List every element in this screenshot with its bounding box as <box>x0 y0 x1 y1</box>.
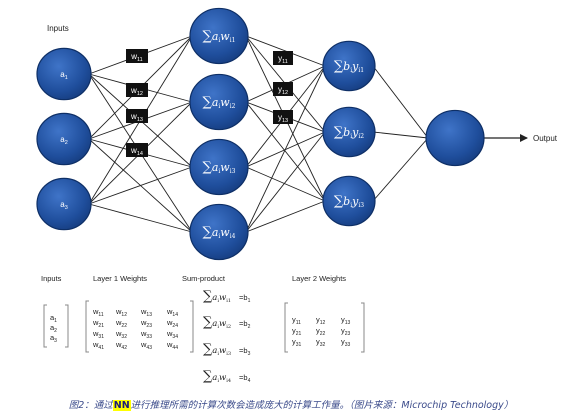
caption-prefix: 图2：通过 <box>68 400 113 411</box>
y-matrix-entry: y23 <box>341 326 351 337</box>
connection-line <box>245 166 326 202</box>
weight-box <box>126 143 148 157</box>
input-node <box>36 177 92 231</box>
hidden-layer2-node <box>322 106 376 158</box>
connection-line <box>245 200 326 233</box>
connection-line <box>372 131 429 139</box>
weight-box-label: w13 <box>130 112 143 123</box>
hidden-layer1-node <box>189 138 249 196</box>
weight-matrix-entry: w43 <box>140 340 152 351</box>
y-matrix-entry: y12 <box>316 315 326 326</box>
weight-matrix-bracket-right <box>190 300 194 353</box>
connection-line <box>245 65 326 233</box>
connection-line <box>245 101 326 202</box>
y-matrix-entry: y31 <box>292 337 302 348</box>
section-header: Inputs <box>41 274 62 283</box>
sum-product-expression: ∑aiwi1=b1 <box>203 289 251 304</box>
weight-boxes: w11 w12 w13 w14 y11 y12 y13 <box>126 49 293 157</box>
figure-caption: 图2：通过NN进行推理所需的计算次数会造成庞大的计算工作量。（图片来源：Micr… <box>0 397 582 411</box>
input-node <box>36 112 92 166</box>
weight-matrix-entry: w32 <box>115 329 127 340</box>
hidden-layer1-node <box>189 7 249 65</box>
weight-box-label: w14 <box>130 146 143 157</box>
weight-box <box>126 49 148 63</box>
weight-box <box>126 83 148 97</box>
output-node <box>425 109 485 167</box>
y-matrix-entry: y21 <box>292 326 302 337</box>
sum-node-label: ∑aiwi2 <box>203 95 236 110</box>
input-vector-bracket-left <box>43 304 47 348</box>
sum-node-label: ∑biyi3 <box>334 194 364 209</box>
sum-node-label: ∑aiwi3 <box>203 160 236 175</box>
y-matrix-bracket-right <box>361 302 365 353</box>
weight-box-label: y12 <box>278 85 288 96</box>
connection-line <box>88 166 193 205</box>
diagram-labels: a1 a2 a3 ∑aiwi1 ∑aiwi2 ∑aiwi3 ∑aiwi4 ∑biyi1 ∑biy… <box>47 24 558 240</box>
weight-box <box>273 82 293 96</box>
weight-box-label: w11 <box>130 52 143 63</box>
y-matrix-entry: y13 <box>341 315 351 326</box>
weight-box-label: y11 <box>278 54 288 65</box>
weight-matrix-entry: w21 <box>92 318 104 329</box>
weight-box-label: y13 <box>278 113 288 124</box>
sum-node-label: ∑aiwi1 <box>203 29 236 44</box>
weight-matrix-entry: w33 <box>140 329 152 340</box>
input-node-label: a3 <box>60 200 68 211</box>
input-vector-entry: a3 <box>50 333 57 344</box>
weight-matrix-entry: w11 <box>92 307 104 318</box>
input-vector-entry: a1 <box>50 313 57 324</box>
y-matrix-entry: y32 <box>316 337 326 348</box>
input-node-label: a1 <box>60 70 68 81</box>
weight-box-label: w12 <box>130 86 143 97</box>
weight-box <box>126 109 148 123</box>
caption-highlight: NN <box>112 400 131 411</box>
input-node <box>36 47 92 101</box>
weight-matrix-bracket-left <box>85 300 89 353</box>
weight-matrix-entry: w14 <box>166 307 178 318</box>
y-matrix-entry: y22 <box>316 326 326 337</box>
y-matrix-entry: y11 <box>292 315 301 326</box>
output-label: Output <box>533 134 558 143</box>
sum-product-expression: ∑aiwi3=b3 <box>203 342 251 357</box>
connection-line <box>372 137 429 202</box>
sum-node-label: ∑aiwi4 <box>203 225 236 240</box>
weight-matrix-entry: w44 <box>166 340 178 351</box>
hidden-layer1-node <box>189 73 249 131</box>
weight-matrix-entry: w41 <box>92 340 104 351</box>
weight-matrix-entry: w13 <box>140 307 152 318</box>
network-nodes <box>36 7 485 261</box>
weight-matrix-entry: w42 <box>115 340 127 351</box>
input-vector-entry: a2 <box>50 323 57 334</box>
weight-box <box>273 51 293 65</box>
sum-node-label: ∑biyi2 <box>334 125 364 140</box>
inputs-label: Inputs <box>47 24 69 33</box>
section-header: Layer 1 Weights <box>93 274 147 283</box>
matrix-section: Inputs Layer 1 Weights Sum-product Layer 2 … <box>41 274 365 384</box>
weight-box <box>273 110 293 124</box>
sum-product-expression: ∑aiwi4=b4 <box>203 369 251 384</box>
connection-line <box>88 203 193 233</box>
weight-matrix-entry: w12 <box>115 307 127 318</box>
weight-matrix-entry: w24 <box>166 318 178 329</box>
connection-line <box>245 131 326 233</box>
weight-matrix-entry: w31 <box>92 329 104 340</box>
input-vector-bracket-right <box>65 304 69 348</box>
sum-node-label: ∑biyi1 <box>334 59 364 74</box>
connection-line <box>372 65 429 139</box>
section-header: Sum-product <box>182 274 226 283</box>
input-node-label: a2 <box>60 135 68 146</box>
weight-matrix-entry: w23 <box>140 318 152 329</box>
hidden-layer1-node <box>189 203 249 261</box>
hidden-layer2-node <box>322 40 376 92</box>
hidden-layer2-node <box>322 175 376 227</box>
y-matrix-bracket-left <box>284 302 288 353</box>
weight-matrix-entry: w34 <box>166 329 178 340</box>
section-header: Layer 2 Weights <box>292 274 346 283</box>
caption-suffix: 进行推理所需的计算次数会造成庞大的计算工作量。（图片来源：Microchip T… <box>130 400 514 411</box>
y-matrix-entry: y33 <box>341 337 351 348</box>
sum-product-expression: ∑aiwi2=b2 <box>203 315 251 330</box>
weight-matrix-entry: w22 <box>115 318 127 329</box>
